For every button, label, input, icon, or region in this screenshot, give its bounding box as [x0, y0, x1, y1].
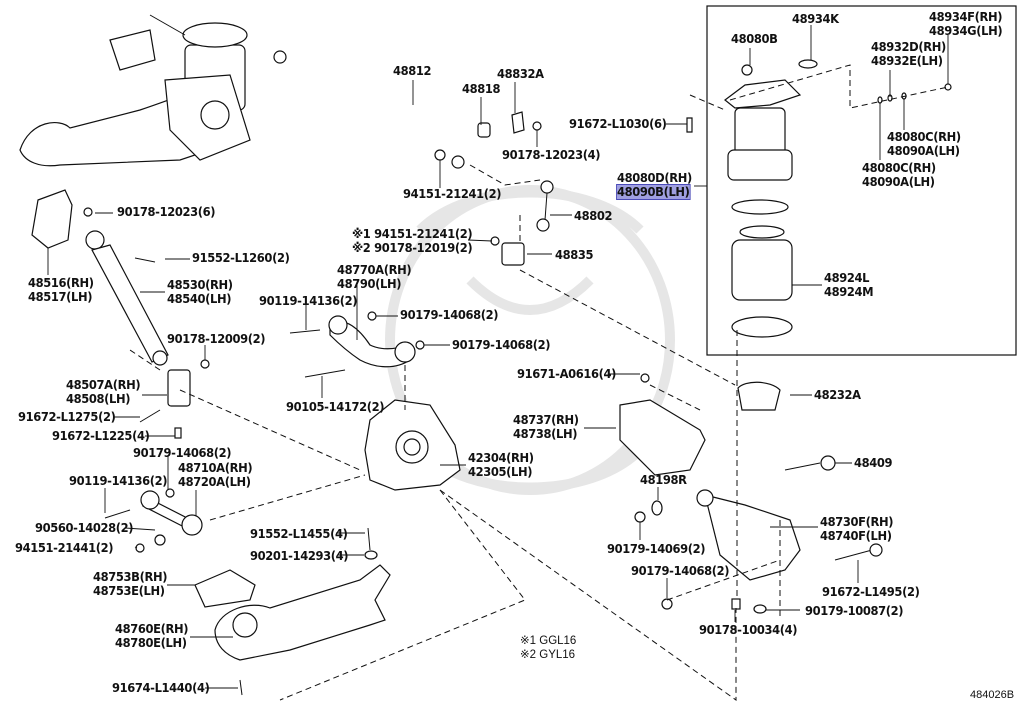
- part-label-90119-14136-lower[interactable]: 90119-14136(2): [69, 473, 168, 488]
- part-label-48080B[interactable]: 48080B: [731, 31, 778, 46]
- part-label-90105-14172[interactable]: 90105-14172(2): [286, 399, 385, 414]
- part-label-48232A[interactable]: 48232A: [814, 387, 861, 402]
- part-label-48802[interactable]: 48802: [574, 208, 613, 223]
- note-1: ※1 GGL16: [520, 635, 577, 647]
- part-label-91672-L1495[interactable]: 91672-L1495(2): [822, 584, 920, 599]
- part-label-90178-12023-4[interactable]: 90178-12023(4): [502, 147, 601, 162]
- part-label-48835[interactable]: 48835: [555, 247, 594, 262]
- part-label-90179-14068-upper[interactable]: 90179-14068(2): [400, 307, 499, 322]
- part-label-90178-12009[interactable]: 90178-12009(2): [167, 331, 266, 346]
- part-label-90179-14068-lower[interactable]: 90179-14068(2): [631, 563, 730, 578]
- air-spring-kit-box: [706, 5, 1017, 356]
- part-label-94151-21241[interactable]: 94151-21241(2): [403, 186, 502, 201]
- part-label-48753B-48753E[interactable]: 48753B(RH) 48753E(LH): [93, 569, 168, 598]
- note-2: ※2 GYL16: [520, 649, 576, 661]
- part-label-90178-10034[interactable]: 90178-10034(4): [699, 622, 798, 637]
- part-label-90560-14028[interactable]: 90560-14028(2): [35, 520, 134, 535]
- part-label-90201-14293[interactable]: 90201-14293(4): [250, 548, 349, 563]
- part-label-48080C-48090A-upper[interactable]: 48080C(RH) 48090A(LH): [887, 129, 961, 158]
- part-label-48409[interactable]: 48409: [854, 455, 893, 470]
- part-label-48934F-48934G[interactable]: 48934F(RH) 48934G(LH): [929, 9, 1003, 38]
- part-label-90119-14136-upper[interactable]: 90119-14136(2): [259, 293, 358, 308]
- part-label-91672-L1225[interactable]: 91672-L1225(4): [52, 428, 150, 443]
- trailing-arm: [194, 527, 391, 696]
- shock-absorber: [31, 189, 210, 439]
- part-label-91552-L1455[interactable]: 91552-L1455(4): [250, 526, 348, 541]
- lower-arm-and-guard: [619, 373, 883, 614]
- part-label-48832A[interactable]: 48832A: [497, 66, 544, 81]
- stabilizer-link: [490, 117, 693, 266]
- part-label-note-bolts[interactable]: ※1 94151-21241(2) ※2 90178-12019(2): [352, 226, 473, 255]
- assembly-guide-lines: [129, 64, 949, 701]
- part-label-48730F-48740F[interactable]: 48730F(RH) 48740F(LH): [820, 514, 894, 543]
- part-label-91671-A0616[interactable]: 91671-A0616(4): [517, 366, 617, 381]
- model-notes: ※1 GGL16 ※2 GYL16: [520, 634, 576, 662]
- diagram-reference-number: 484026B: [970, 689, 1015, 701]
- selected-part-highlight[interactable]: 48090B(LH): [616, 184, 691, 200]
- control-arms: [104, 311, 425, 553]
- part-label-48760E-48780E[interactable]: 48760E(RH) 48780E(LH): [115, 621, 189, 650]
- part-label-42304-42305[interactable]: 42304(RH) 42305(LH): [468, 450, 534, 479]
- part-label-48530-48540[interactable]: 48530(RH) 48540(LH): [167, 277, 233, 306]
- part-label-90178-12023-6[interactable]: 90178-12023(6): [117, 204, 216, 219]
- part-label-48924L-48924M[interactable]: 48924L 48924M: [824, 270, 874, 299]
- stabilizer-bar: [273, 50, 542, 169]
- leader-lines: [47, 25, 949, 689]
- part-label-48770A-48790[interactable]: 48770A(RH) 48790(LH): [337, 262, 412, 291]
- air-spring-parts: [724, 59, 952, 338]
- part-label-48812[interactable]: 48812: [393, 63, 432, 78]
- part-label-90179-10087[interactable]: 90179-10087(2): [805, 603, 904, 618]
- steering-knuckle: [364, 399, 461, 491]
- part-label-90179-14068-mid[interactable]: 90179-14068(2): [452, 337, 551, 352]
- assembly-overview-illustration: [19, 14, 251, 167]
- part-label-90179-14069[interactable]: 90179-14069(2): [607, 541, 706, 556]
- part-label-48516-48517[interactable]: 48516(RH) 48517(LH): [28, 275, 94, 304]
- part-label-48198R[interactable]: 48198R: [640, 472, 687, 487]
- part-label-91674-L1440[interactable]: 91674-L1440(4): [112, 680, 210, 695]
- part-label-91552-L1260[interactable]: 91552-L1260(2): [192, 250, 290, 265]
- part-label-94151-21441[interactable]: 94151-21441(2): [15, 540, 114, 555]
- part-label-48934K[interactable]: 48934K: [792, 11, 839, 26]
- part-label-48737-48738[interactable]: 48737(RH) 48738(LH): [513, 412, 579, 441]
- part-label-48710A-48720A[interactable]: 48710A(RH) 48720A(LH): [178, 460, 253, 489]
- part-label-48818[interactable]: 48818: [462, 81, 501, 96]
- part-label-48080C-48090A-lower[interactable]: 48080C(RH) 48090A(LH): [862, 160, 936, 189]
- part-label-90179-14068-shock[interactable]: 90179-14068(2): [133, 445, 232, 460]
- part-label-91672-L1275[interactable]: 91672-L1275(2): [18, 409, 116, 424]
- part-label-91672-L1030[interactable]: 91672-L1030(6): [569, 116, 667, 131]
- part-label-48080D-48090B[interactable]: 48080D(RH) 48090B(LH): [616, 170, 692, 200]
- part-label-48932D-48932E[interactable]: 48932D(RH) 48932E(LH): [871, 39, 946, 68]
- part-label-48507A-48508[interactable]: 48507A(RH) 48508(LH): [66, 377, 141, 406]
